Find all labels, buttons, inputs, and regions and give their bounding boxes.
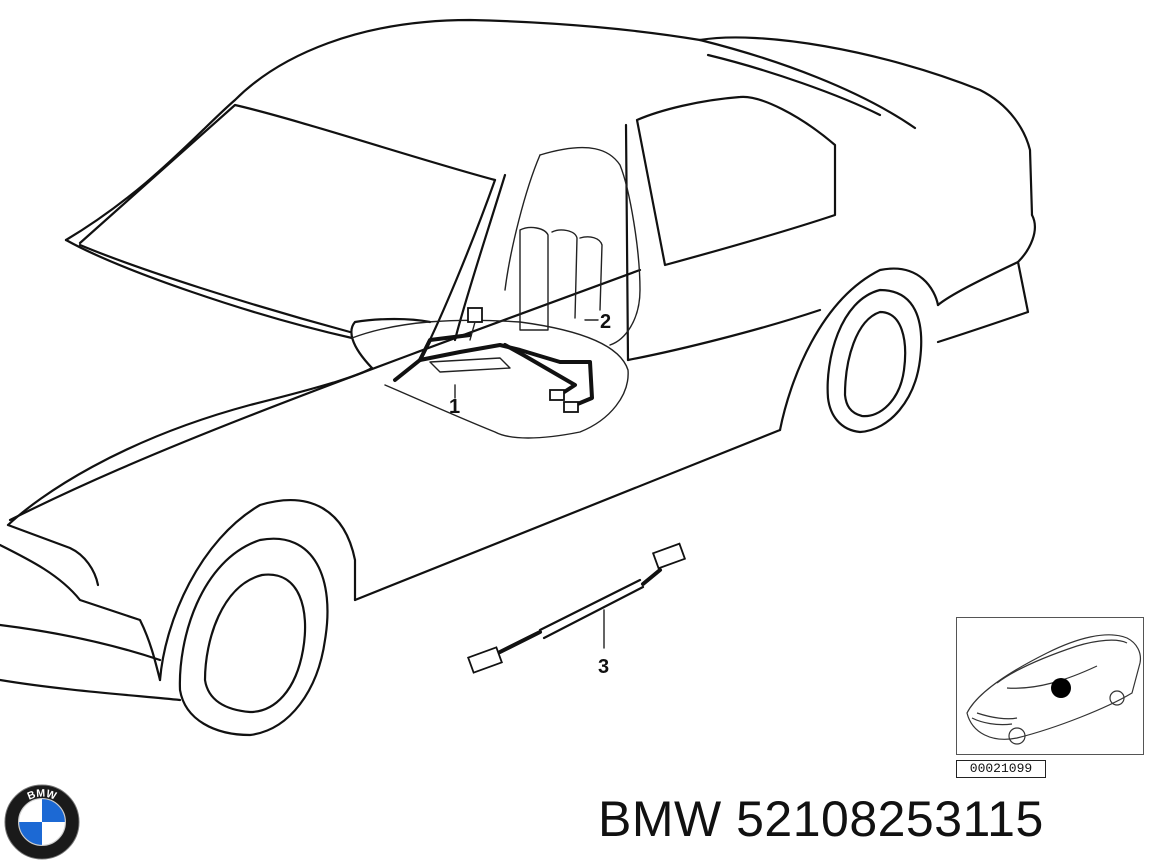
svg-text:BMW: BMW	[26, 787, 59, 802]
reference-number: 00021099	[956, 760, 1046, 778]
callout-2: 2	[600, 311, 611, 333]
bmw-logo: BMW	[4, 784, 80, 860]
callout-3: 3	[598, 656, 609, 678]
thumbnail-car-icon	[966, 634, 1142, 745]
adapter-cable	[467, 542, 687, 674]
location-marker	[1051, 678, 1071, 698]
callout-1: 1	[449, 396, 460, 418]
harness-assembly	[393, 307, 599, 413]
location-thumbnail	[956, 617, 1144, 755]
car-outline	[0, 18, 1036, 737]
part-caption: BMW 52108253115	[598, 791, 1044, 847]
